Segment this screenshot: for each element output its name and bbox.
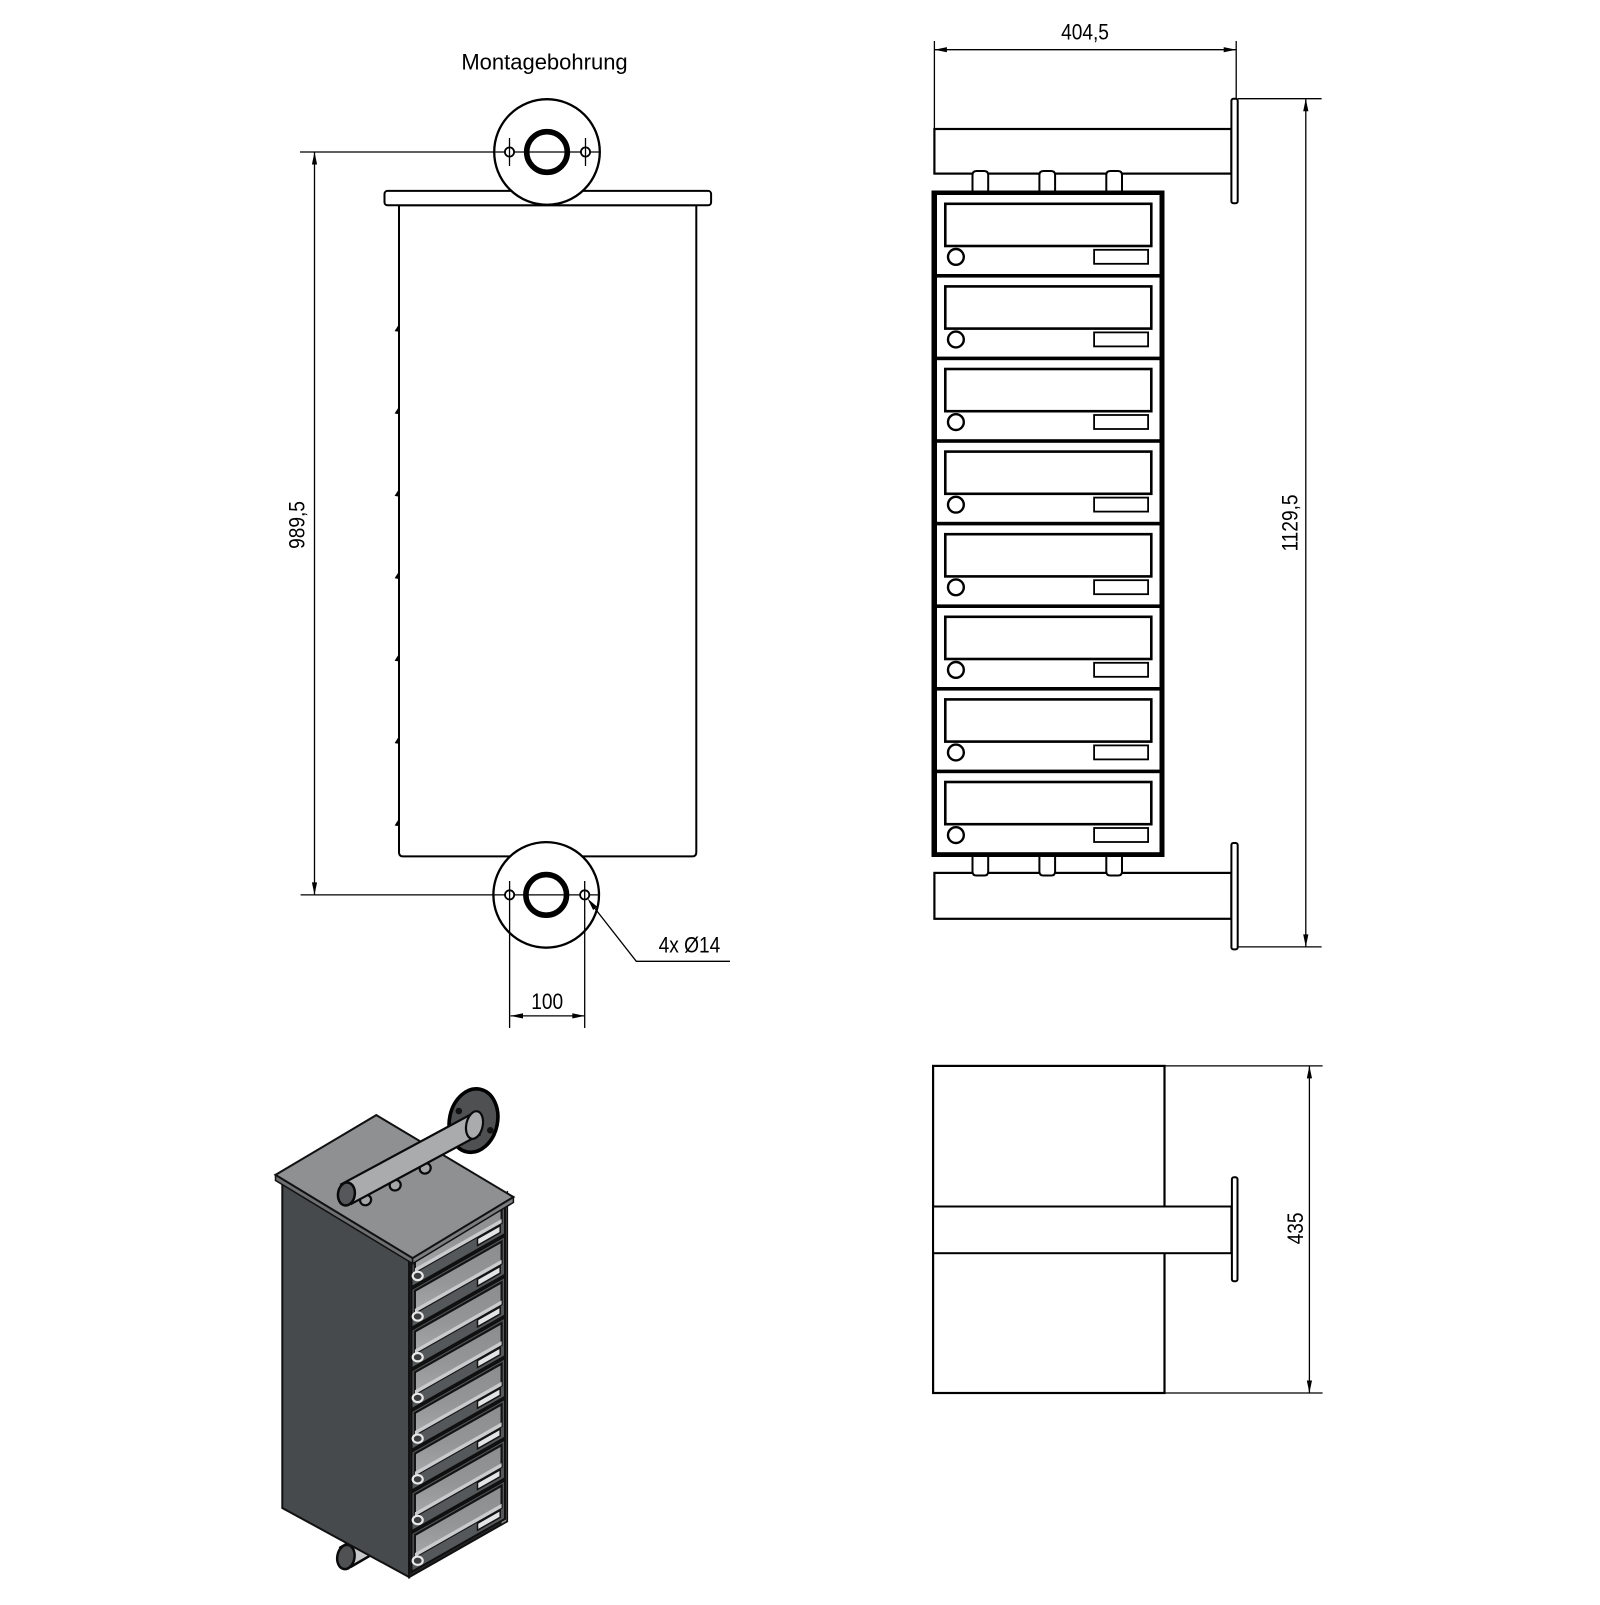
svg-text:1129,5: 1129,5 <box>1278 494 1303 551</box>
svg-text:Montagebohrung: Montagebohrung <box>461 50 627 75</box>
svg-text:404,5: 404,5 <box>1061 20 1109 45</box>
svg-text:435: 435 <box>1284 1212 1309 1244</box>
svg-text:4x Ø14: 4x Ø14 <box>659 933 721 958</box>
svg-text:100: 100 <box>531 990 563 1015</box>
svg-text:989,5: 989,5 <box>285 501 310 549</box>
